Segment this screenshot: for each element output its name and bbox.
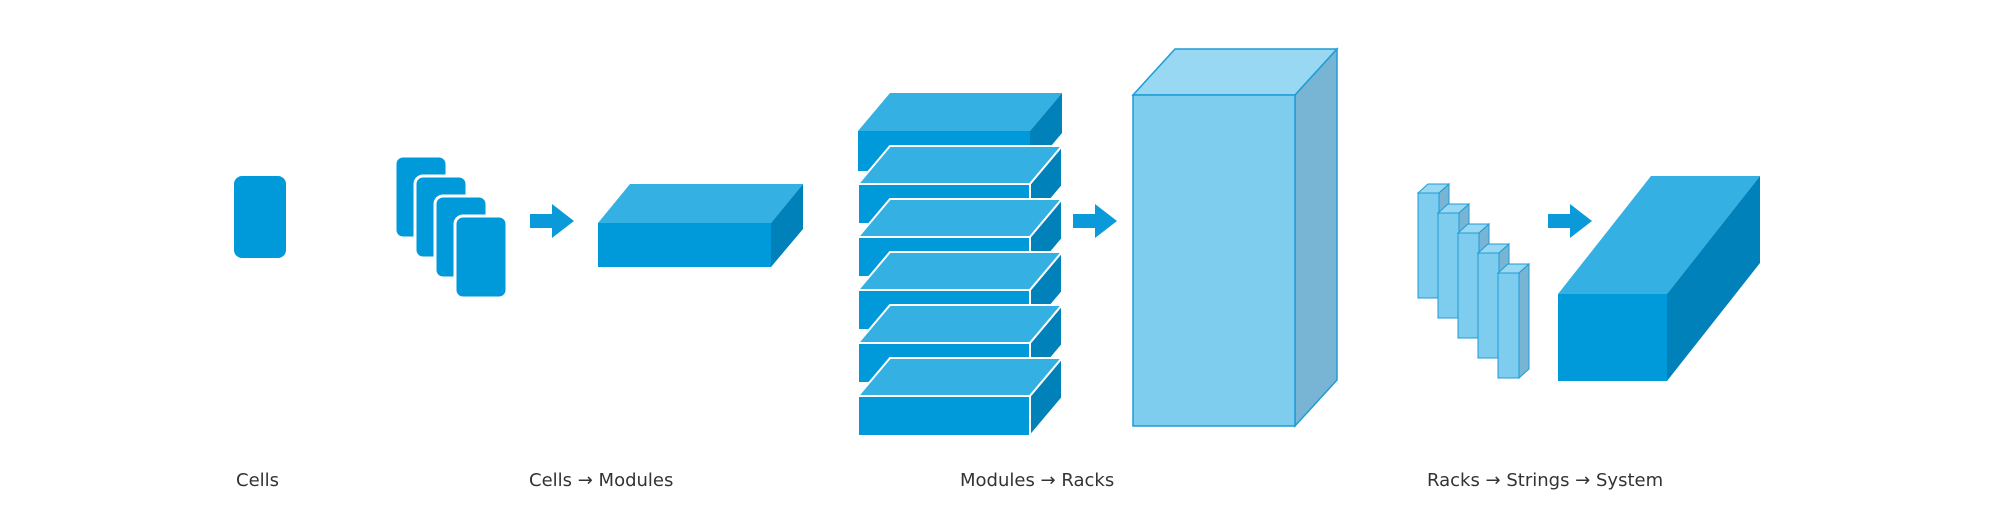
- arrow-icon: [1548, 204, 1592, 238]
- system-block-icon: [1558, 176, 1760, 381]
- arrow-icon: [530, 204, 574, 238]
- caption-cells: Cells: [236, 470, 280, 491]
- cell-icon: [234, 176, 286, 258]
- stacked-cells-icon: [393, 154, 509, 300]
- arrow-icon: [1073, 204, 1117, 238]
- module-block-icon: [598, 184, 803, 267]
- caption-modules-racks: Modules → Racks: [960, 470, 1115, 491]
- rack-strings-icon: [1416, 182, 1531, 380]
- rack-icon: [1131, 47, 1339, 428]
- module-stack-icon: [855, 93, 1065, 439]
- caption-racks-strings-system: Racks → Strings → System: [1427, 470, 1664, 491]
- caption-cells-modules: Cells → Modules: [529, 470, 674, 491]
